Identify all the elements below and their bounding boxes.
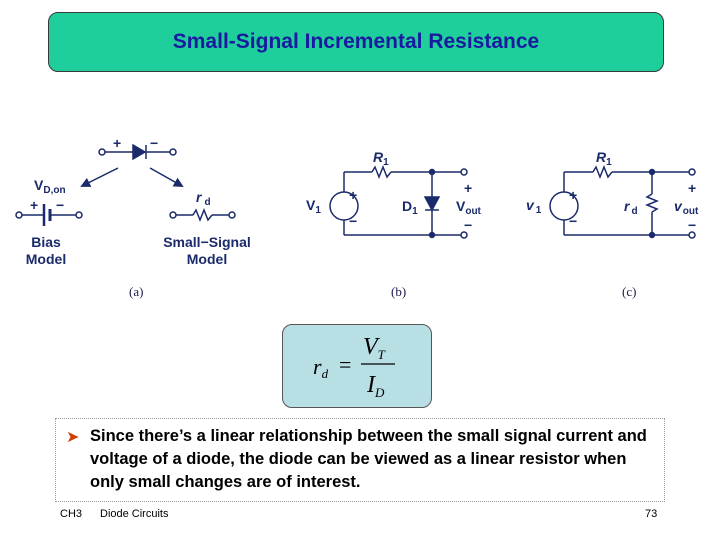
r1-subscript: 1: [606, 157, 612, 168]
svg-text:R1: R1: [596, 149, 612, 168]
resistor-icon: [644, 193, 660, 213]
svg-text:D1: D1: [402, 198, 418, 217]
terminal-icon: [169, 148, 177, 156]
vout-subscript: out: [465, 206, 481, 217]
terminal-icon: [228, 211, 236, 219]
bias-minus-sign: −: [56, 197, 64, 213]
node-dot: [428, 168, 436, 176]
vout-subscript: out: [683, 206, 699, 217]
diode-minus-sign: −: [150, 135, 158, 151]
source-plus-sign: +: [349, 187, 357, 203]
bias-plus-sign: +: [30, 197, 38, 213]
diode-plus-sign: +: [113, 135, 121, 151]
svg-text:vout: vout: [674, 198, 699, 217]
footer-topic: Diode Circuits: [100, 508, 169, 520]
formula-denominator-subscript: D: [374, 385, 385, 400]
bullet-text: Since there’s a linear relationship betw…: [90, 427, 647, 491]
source-minus-sign: −: [349, 213, 357, 229]
vd-on-label: V: [34, 177, 44, 193]
svg-text:VT: VT: [363, 334, 386, 362]
node-dot: [428, 231, 436, 239]
terminal-icon: [169, 211, 177, 219]
svg-text:rd: rd: [196, 189, 211, 208]
ss-model-label-2: Model: [187, 251, 227, 267]
rd-label: r: [624, 198, 631, 214]
rd-subscript: d: [631, 206, 637, 217]
formula-equals: =: [339, 352, 351, 377]
d1-subscript: 1: [412, 206, 418, 217]
out-plus-sign: +: [464, 180, 472, 196]
formula-numerator: V: [363, 334, 380, 360]
node-dot: [648, 168, 656, 176]
v1-subscript: 1: [315, 205, 321, 216]
d1-label: D: [402, 198, 412, 214]
vout-label: V: [456, 198, 466, 214]
svg-text:ID: ID: [366, 372, 385, 400]
vout-label: v: [674, 198, 683, 214]
terminal-icon: [460, 231, 468, 239]
title-banner: Small-Signal Incremental Resistance: [48, 12, 664, 72]
footer-page-number: 73: [645, 508, 658, 520]
figure-b-labels: R1 V1 + − D1 + − Vout: [306, 149, 482, 233]
source-minus-sign: −: [569, 213, 577, 229]
bias-model-label-1: Bias: [31, 234, 61, 250]
rd-formula: rd = VT ID: [313, 334, 395, 400]
formula-box: rd = VT ID: [282, 324, 432, 408]
figure-a-caption: (a): [129, 284, 144, 299]
terminal-icon: [688, 231, 696, 239]
v1-subscript: 1: [536, 205, 542, 216]
diode-icon: [423, 196, 441, 212]
svg-text:Vout: Vout: [456, 198, 482, 217]
source-plus-sign: +: [569, 187, 577, 203]
v1-label: V: [306, 197, 316, 213]
vd-on-subscript: D,on: [43, 185, 65, 196]
formula-numerator-subscript: T: [378, 347, 386, 362]
terminal-icon: [75, 211, 83, 219]
terminal-icon: [688, 168, 696, 176]
arrow-bullet-icon: ➤: [66, 429, 80, 446]
figure-b: [329, 164, 468, 239]
r1-label: R: [373, 149, 384, 165]
svg-text:VD,on: VD,on: [34, 177, 66, 196]
figure-a: [15, 143, 236, 226]
figure-b-caption: (b): [391, 284, 407, 299]
terminal-icon: [15, 211, 23, 219]
out-minus-sign: −: [688, 217, 696, 233]
ss-model-label-1: Small−Signal: [163, 234, 251, 250]
out-minus-sign: −: [464, 217, 472, 233]
resistor-icon: [192, 207, 213, 223]
svg-text:v1: v1: [526, 197, 542, 216]
diode-icon: [132, 143, 147, 161]
v1-label: v: [526, 197, 535, 213]
formula-lhs-subscript: d: [322, 366, 329, 381]
rd-subscript: d: [204, 197, 210, 208]
bullet-box: ➤ Since there’s a linear relationship be…: [55, 418, 665, 502]
slide-title: Small-Signal Incremental Resistance: [172, 30, 540, 53]
formula-lhs: r: [313, 354, 322, 379]
resistor-icon: [371, 164, 392, 180]
rd-label: r: [196, 189, 203, 205]
svg-text:rd: rd: [313, 354, 329, 381]
svg-text:R1: R1: [373, 149, 389, 168]
r1-subscript: 1: [383, 157, 389, 168]
figure-c-caption: (c): [622, 284, 637, 299]
terminal-icon: [460, 168, 468, 176]
node-dot: [648, 231, 656, 239]
svg-text:rd: rd: [624, 198, 638, 217]
resistor-icon: [592, 164, 613, 180]
bias-model-label-2: Model: [26, 251, 66, 267]
r1-label: R: [596, 149, 607, 165]
formula-denominator: I: [366, 372, 376, 398]
svg-text:V1: V1: [306, 197, 321, 216]
figure-c: [549, 164, 696, 239]
out-plus-sign: +: [688, 180, 696, 196]
terminal-icon: [98, 148, 106, 156]
footer-chapter: CH3: [60, 508, 83, 520]
